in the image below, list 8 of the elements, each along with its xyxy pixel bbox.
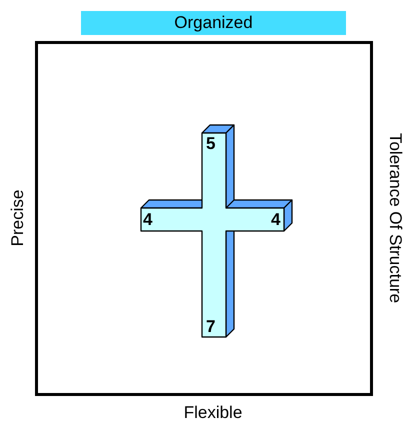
- arm-number: 5: [206, 134, 216, 154]
- axis-label: Precise: [8, 190, 28, 246]
- arm-number: 4: [143, 210, 152, 230]
- arm-number: 7: [206, 317, 216, 337]
- arm-number: 4: [271, 210, 280, 230]
- heading-band: Organized: [81, 11, 346, 35]
- axis-label: Flexible: [184, 403, 242, 423]
- axis-label: Tolerance Of Structure: [385, 132, 405, 304]
